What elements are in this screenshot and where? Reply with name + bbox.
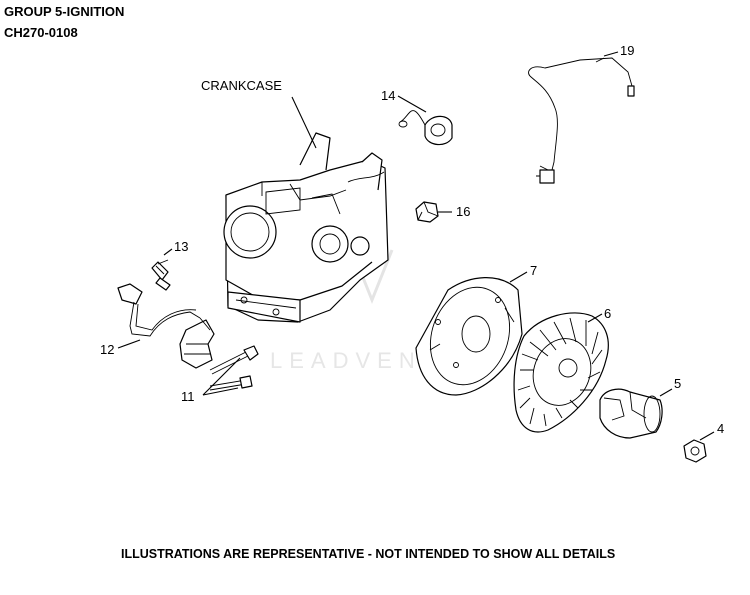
part-5[interactable]: [599, 388, 663, 439]
part-5-leader-line: [659, 388, 673, 397]
callout-12[interactable]: 12: [100, 342, 115, 357]
part-7[interactable]: [415, 276, 523, 396]
part-13-leader-line: [163, 248, 173, 256]
part-6-leader-line: [587, 313, 603, 323]
callout-6[interactable]: 6: [604, 306, 612, 321]
diagram-group-title: GROUP 5-IGNITION: [4, 4, 125, 19]
callout-5[interactable]: 5: [674, 376, 682, 391]
callout-14[interactable]: 14: [381, 88, 396, 103]
crankcase-label: CRANKCASE: [201, 78, 282, 93]
callout-4[interactable]: 4: [717, 421, 725, 436]
part-14-leader-line: [397, 95, 427, 113]
crankcase-leader-line: [291, 96, 317, 149]
crankcase-part[interactable]: [223, 132, 389, 323]
part-19-leader-line: [603, 51, 619, 57]
part-11-leader-line-a: [202, 357, 241, 396]
callout-16[interactable]: 16: [456, 204, 471, 219]
part-14[interactable]: [398, 110, 453, 146]
part-11[interactable]: [209, 345, 259, 391]
illustration-disclaimer: ILLUSTRATIONS ARE REPRESENTATIVE - NOT I…: [121, 547, 616, 561]
model-number: CH270-0108: [4, 25, 78, 40]
callout-7[interactable]: 7: [530, 263, 538, 278]
part-19[interactable]: [528, 57, 635, 184]
part-6[interactable]: [513, 312, 609, 433]
callout-19[interactable]: 19: [620, 43, 635, 58]
part-12-leader-line: [117, 339, 141, 349]
part-16[interactable]: [415, 201, 439, 223]
callout-13[interactable]: 13: [174, 239, 189, 254]
part-11-leader-line-b: [202, 387, 239, 396]
part-12[interactable]: [117, 283, 215, 369]
part-7-leader-line: [509, 271, 528, 283]
part-13[interactable]: [151, 259, 171, 291]
callout-11[interactable]: 11: [181, 389, 195, 404]
part-4-leader-line: [699, 431, 715, 441]
part-4[interactable]: [683, 439, 707, 463]
